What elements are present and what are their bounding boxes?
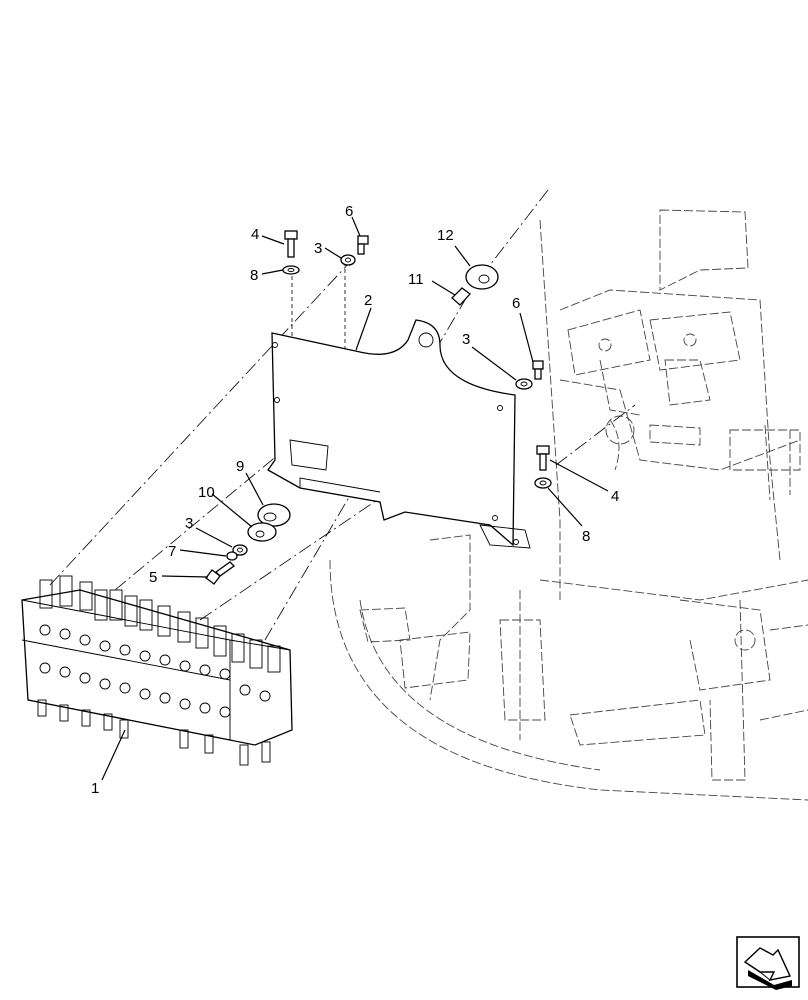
callout-numbers: 1 2 3 3 3 4 4 5 6 6 7 8 8 9 10 11 12 (91, 203, 619, 797)
bolt-5 (205, 561, 236, 585)
callout-6-upper: 6 (345, 203, 353, 220)
washer-3-right (515, 378, 533, 390)
callout-3-right: 3 (462, 331, 470, 348)
callout-8-upper: 8 (250, 267, 258, 284)
callout-4-right: 4 (611, 488, 619, 505)
spacer-11 (451, 287, 471, 306)
washer-7 (226, 551, 238, 561)
mounting-bracket (267, 319, 531, 549)
callout-2: 2 (364, 292, 372, 309)
callout-1: 1 (91, 780, 99, 797)
callout-12: 12 (437, 227, 454, 244)
washer-8-upper (282, 265, 300, 275)
callout-9: 9 (236, 458, 244, 475)
mount-10 (247, 522, 277, 542)
callout-leader-lines (101, 216, 609, 781)
control-valve-block (21, 575, 293, 766)
callout-7: 7 (168, 543, 176, 560)
grommet-12 (465, 264, 499, 290)
bolt-4-right (536, 445, 550, 471)
callout-8-right: 8 (582, 528, 590, 545)
screw-6-upper (357, 235, 369, 255)
callout-10: 10 (198, 484, 215, 501)
washer-8-right (534, 477, 552, 489)
screw-6-right (532, 360, 544, 380)
callout-3-upper: 3 (314, 240, 322, 257)
background-machine-frame (329, 209, 808, 801)
bolt-4-upper (284, 230, 298, 258)
washer-3-upper (340, 254, 356, 266)
callout-3-lower: 3 (185, 515, 193, 532)
callout-4-upper: 4 (251, 226, 259, 243)
callout-11: 11 (408, 271, 424, 288)
callout-5: 5 (149, 569, 157, 586)
callout-6-right: 6 (512, 295, 520, 312)
view-direction-arrow-icon[interactable] (736, 936, 800, 990)
washer-3-lower (232, 544, 248, 556)
mount-9 (257, 503, 291, 527)
